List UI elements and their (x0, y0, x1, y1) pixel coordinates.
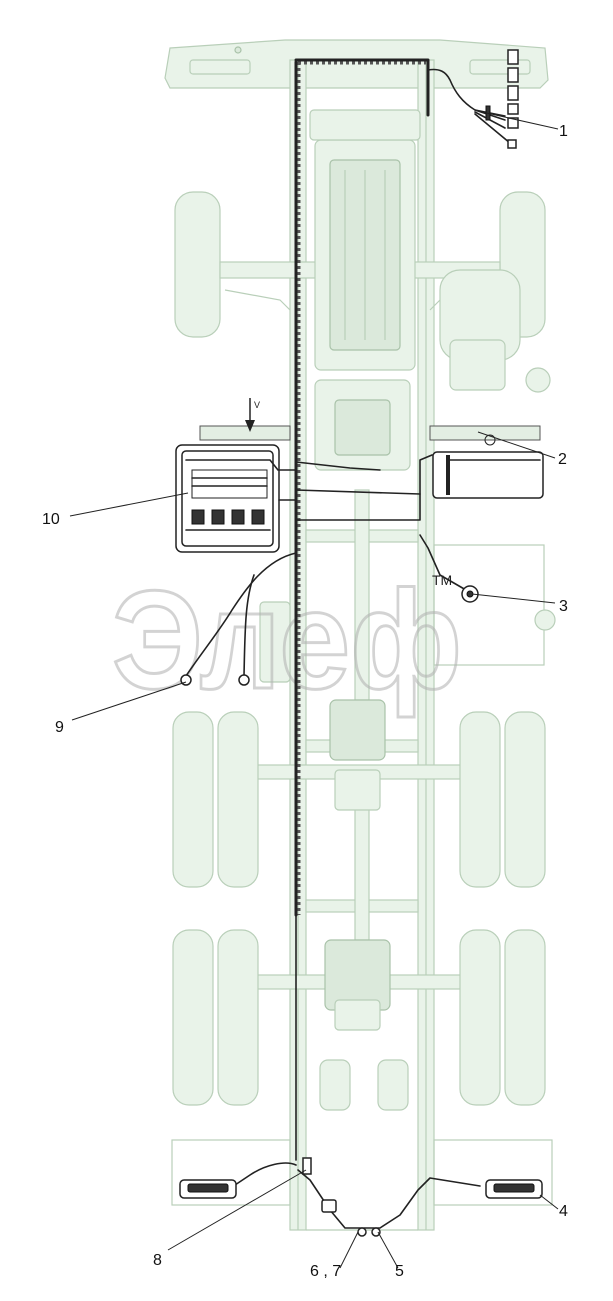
callout-6-7: 6 , 7 (310, 1263, 341, 1280)
sensor-3 (461, 585, 479, 603)
leader-lines (69, 111, 559, 1269)
view-arrow: V (245, 398, 260, 432)
main-harness (185, 58, 511, 1229)
view-arrow-label: V (254, 400, 260, 410)
callout-10: 10 (42, 511, 60, 528)
rear-connector-8 (302, 1157, 312, 1175)
rear-left-wheel-2 (172, 929, 214, 1106)
callout-1: 1 (559, 123, 568, 140)
fuel-tank-right (429, 425, 544, 499)
battery-box (175, 444, 280, 553)
rear-left-wheel-1 (172, 711, 214, 888)
front-bumper (164, 39, 549, 89)
rear-center-components (321, 1199, 381, 1237)
callout-9: 9 (55, 719, 64, 736)
rear-right-wheel-2 (459, 929, 501, 1106)
rear-left-lamp (179, 1179, 237, 1199)
callout-5: 5 (395, 1263, 404, 1280)
callout-2: 2 (558, 451, 567, 468)
callout-4: 4 (559, 1203, 568, 1220)
tm-mark: TM (432, 572, 452, 588)
callout-3: 3 (559, 598, 568, 615)
watermark-text: Элеф (112, 561, 462, 718)
rear-right-wheel-1 (459, 711, 501, 888)
chassis-background (164, 39, 556, 1231)
fuel-tank-left (199, 425, 291, 441)
rear-right-lamp (485, 1179, 543, 1199)
callout-8: 8 (153, 1252, 162, 1269)
front-left-wheel (174, 191, 221, 338)
